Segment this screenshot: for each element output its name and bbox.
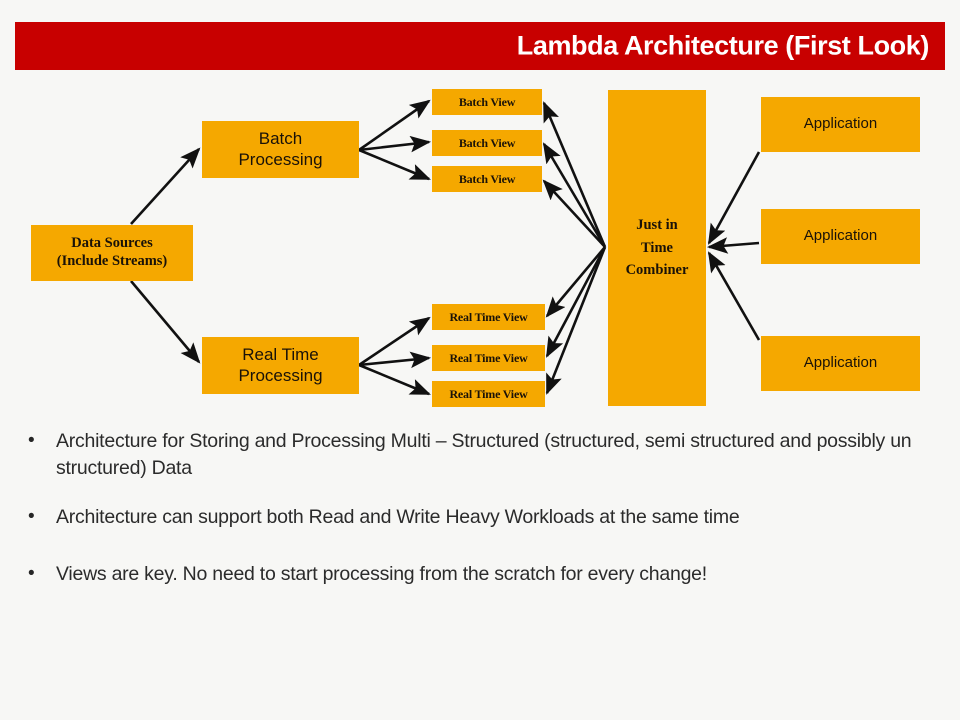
node-application-2[interactable]: Application [761, 209, 920, 264]
bullet-item-2: • Architecture can support both Read and… [22, 504, 932, 531]
bullet-text: Architecture for Storing and Processing … [56, 430, 912, 479]
architecture-diagram: Data Sources (Include Streams) Batch Pro… [31, 89, 920, 407]
arrow-realtime-to-view-3 [358, 363, 431, 396]
arrow-application-3-to-combiner [707, 251, 761, 341]
arrow-combiner-to-realtime-view-3 [545, 246, 607, 395]
node-realtime-processing[interactable]: Real Time Processing [202, 337, 359, 394]
node-application-3[interactable]: Application [761, 336, 920, 391]
arrow-realtime-to-view-1 [358, 316, 431, 367]
arrow-sources-to-realtime [130, 280, 201, 364]
node-data-sources[interactable]: Data Sources (Include Streams) [31, 225, 193, 281]
bullet-marker: • [28, 506, 35, 527]
title-bar: Lambda Architecture (First Look) [15, 22, 945, 70]
arrow-combiner-to-batch-view-3 [542, 179, 606, 248]
node-batch-view-3[interactable]: Batch View [432, 166, 542, 192]
arrow-batch-to-view-2 [358, 135, 432, 153]
bullet-text: Architecture can support both Read and W… [56, 506, 740, 528]
arrow-combiner-to-batch-view-2 [542, 142, 607, 248]
arrow-application-1-to-combiner [707, 151, 761, 245]
node-batch-view-2[interactable]: Batch View [432, 130, 542, 156]
bullet-item-3: • Views are key. No need to start proces… [22, 561, 932, 588]
bullet-marker: • [28, 430, 35, 451]
arrow-combiner-to-realtime-view-2 [545, 246, 607, 358]
arrow-application-2-to-combiner [706, 237, 760, 254]
arrow-batch-to-view-1 [358, 99, 431, 152]
node-application-1[interactable]: Application [761, 97, 920, 152]
node-realtime-view-1[interactable]: Real Time View [432, 304, 545, 330]
arrow-sources-to-batch [130, 147, 201, 225]
diagram-arrow-layer [130, 99, 761, 396]
bullet-text: Views are key. No need to start processi… [56, 563, 707, 585]
page-title: Lambda Architecture (First Look) [516, 30, 930, 61]
arrow-batch-to-view-3 [358, 148, 431, 181]
arrow-combiner-to-realtime-view-1 [545, 246, 606, 318]
node-just-in-time-combiner[interactable]: Just in Time Combiner [608, 90, 706, 406]
bullet-marker: • [28, 563, 35, 584]
bullet-item-1: • Architecture for Storing and Processin… [22, 428, 932, 482]
node-batch-view-1[interactable]: Batch View [432, 89, 542, 115]
arrow-combiner-to-batch-view-1 [542, 101, 607, 248]
node-realtime-view-2[interactable]: Real Time View [432, 345, 545, 371]
bullet-list: • Architecture for Storing and Processin… [22, 428, 932, 610]
node-batch-processing[interactable]: Batch Processing [202, 121, 359, 178]
arrow-realtime-to-view-2 [358, 351, 432, 369]
node-realtime-view-3[interactable]: Real Time View [432, 381, 545, 407]
